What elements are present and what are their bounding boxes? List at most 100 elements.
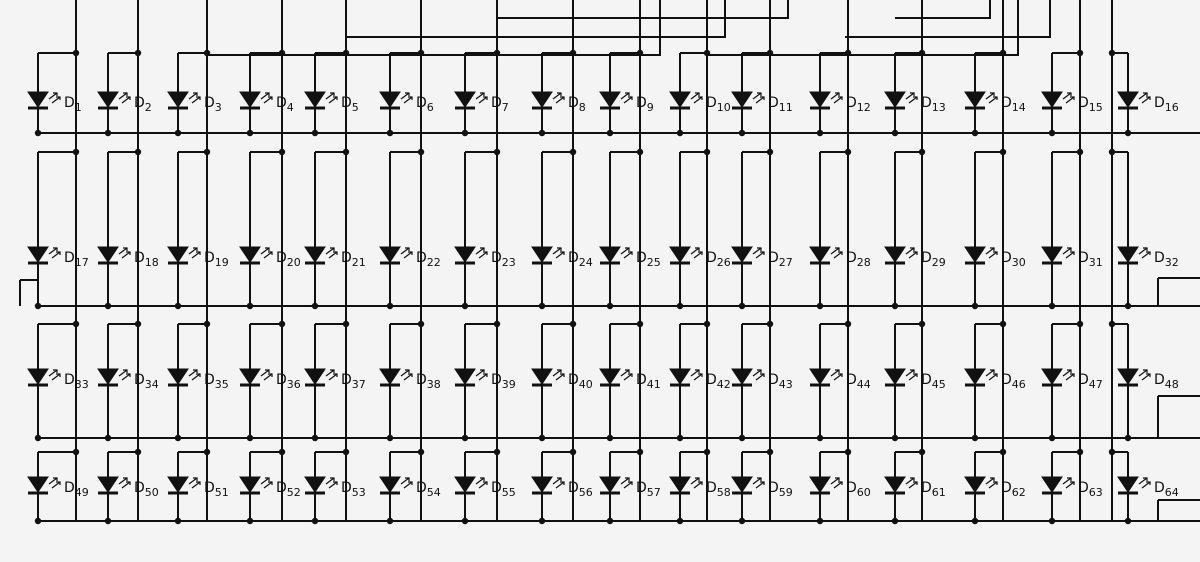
led-d21: D21 xyxy=(304,148,366,310)
led-label-number: 36 xyxy=(287,378,301,391)
emission-arrowhead xyxy=(560,373,565,377)
led-label-d6: D6 xyxy=(416,95,434,114)
led-label-d48: D48 xyxy=(1154,372,1179,391)
led-label-prefix: D xyxy=(64,250,75,266)
emission-arrow xyxy=(328,96,338,104)
led-d52: D52 xyxy=(239,448,301,525)
junction-dot xyxy=(1076,148,1084,156)
led-label-number: 45 xyxy=(932,378,946,391)
emission-arrowhead xyxy=(483,481,488,485)
junction-dot xyxy=(999,148,1007,156)
junction-dot xyxy=(1124,434,1132,442)
junction-dot xyxy=(738,517,746,525)
led-label-d43: D43 xyxy=(768,372,793,391)
junction-dot xyxy=(311,434,319,442)
emission-arrowhead xyxy=(990,92,995,96)
junction-dot xyxy=(816,434,824,442)
junction-dot xyxy=(342,49,350,57)
led-label-number: 29 xyxy=(932,256,946,269)
led-label-number: 33 xyxy=(75,378,89,391)
led-label-number: 6 xyxy=(427,101,434,114)
led-label-number: 37 xyxy=(352,378,366,391)
led-label-number: 35 xyxy=(215,378,229,391)
led-label-number: 31 xyxy=(1089,256,1103,269)
emission-arrow xyxy=(260,92,270,100)
led-d39: D39 xyxy=(454,320,516,442)
led-label-prefix: D xyxy=(1001,372,1012,388)
emission-arrowhead xyxy=(993,373,998,377)
led-label-prefix: D xyxy=(204,95,215,111)
led-label-prefix: D xyxy=(921,480,932,496)
emission-arrow xyxy=(48,92,58,100)
led-label-prefix: D xyxy=(134,95,145,111)
led-d64: D64 xyxy=(1108,448,1179,525)
emission-arrow xyxy=(620,477,630,485)
led-label-number: 51 xyxy=(215,486,229,499)
led-triangle xyxy=(239,476,261,493)
emission-arrow xyxy=(48,477,58,485)
led-triangle xyxy=(599,246,621,263)
junction-dot xyxy=(134,448,142,456)
led-label-prefix: D xyxy=(1078,250,1089,266)
junction-dot xyxy=(1108,320,1116,328)
led-label-number: 21 xyxy=(352,256,366,269)
emission-arrow xyxy=(623,96,633,104)
emission-arrow xyxy=(478,481,488,489)
junction-dot xyxy=(766,49,774,57)
led-label-number: 53 xyxy=(352,486,366,499)
junction-dot xyxy=(918,148,926,156)
led-label-prefix: D xyxy=(1078,480,1089,496)
emission-arrowhead xyxy=(910,247,915,251)
emission-arrow xyxy=(988,481,998,489)
emission-arrow xyxy=(755,96,765,104)
emission-arrow xyxy=(1062,247,1072,255)
emission-arrowhead xyxy=(838,481,843,485)
led-triangle xyxy=(809,368,831,385)
emission-arrowhead xyxy=(625,92,630,96)
led-label-prefix: D xyxy=(706,480,717,496)
led-label-prefix: D xyxy=(491,95,502,111)
emission-arrowhead xyxy=(333,481,338,485)
emission-arrow xyxy=(1141,251,1151,259)
emission-arrow xyxy=(908,373,918,381)
emission-arrowhead xyxy=(757,92,762,96)
led-d57: D57 xyxy=(599,448,661,525)
led-label-prefix: D xyxy=(768,95,779,111)
emission-arrow xyxy=(263,373,273,381)
led-triangle xyxy=(731,476,753,493)
led-label-d41: D41 xyxy=(636,372,661,391)
emission-arrow xyxy=(263,251,273,259)
led-label-prefix: D xyxy=(568,95,579,111)
led-label-prefix: D xyxy=(706,372,717,388)
emission-arrowhead xyxy=(835,92,840,96)
junction-dot xyxy=(1048,302,1056,310)
emission-arrow xyxy=(693,373,703,381)
led-label-prefix: D xyxy=(846,250,857,266)
led-label-number: 19 xyxy=(215,256,229,269)
emission-arrow xyxy=(328,373,338,381)
led-label-number: 25 xyxy=(647,256,661,269)
emission-arrow xyxy=(48,247,58,255)
led-label-number: 52 xyxy=(287,486,301,499)
led-label-number: 57 xyxy=(647,486,661,499)
emission-arrow xyxy=(620,92,630,100)
emission-arrowhead xyxy=(56,373,61,377)
junction-dot xyxy=(918,320,926,328)
led-triangle xyxy=(1117,246,1139,263)
emission-arrow xyxy=(1141,481,1151,489)
emission-arrowhead xyxy=(123,92,128,96)
junction-dot xyxy=(1076,49,1084,57)
led-label-d14: D14 xyxy=(1001,95,1026,114)
junction-dot xyxy=(246,302,254,310)
led-d13: D13 xyxy=(884,49,946,137)
emission-arrowhead xyxy=(838,373,843,377)
emission-arrowhead xyxy=(1143,369,1148,373)
led-d18: D18 xyxy=(97,148,159,310)
led-label-d9: D9 xyxy=(636,95,654,114)
emission-arrowhead xyxy=(53,92,58,96)
emission-arrowhead xyxy=(835,247,840,251)
led-label-prefix: D xyxy=(1154,372,1165,388)
junction-dot xyxy=(1076,320,1084,328)
led-label-prefix: D xyxy=(341,480,352,496)
junction-dot xyxy=(844,448,852,456)
